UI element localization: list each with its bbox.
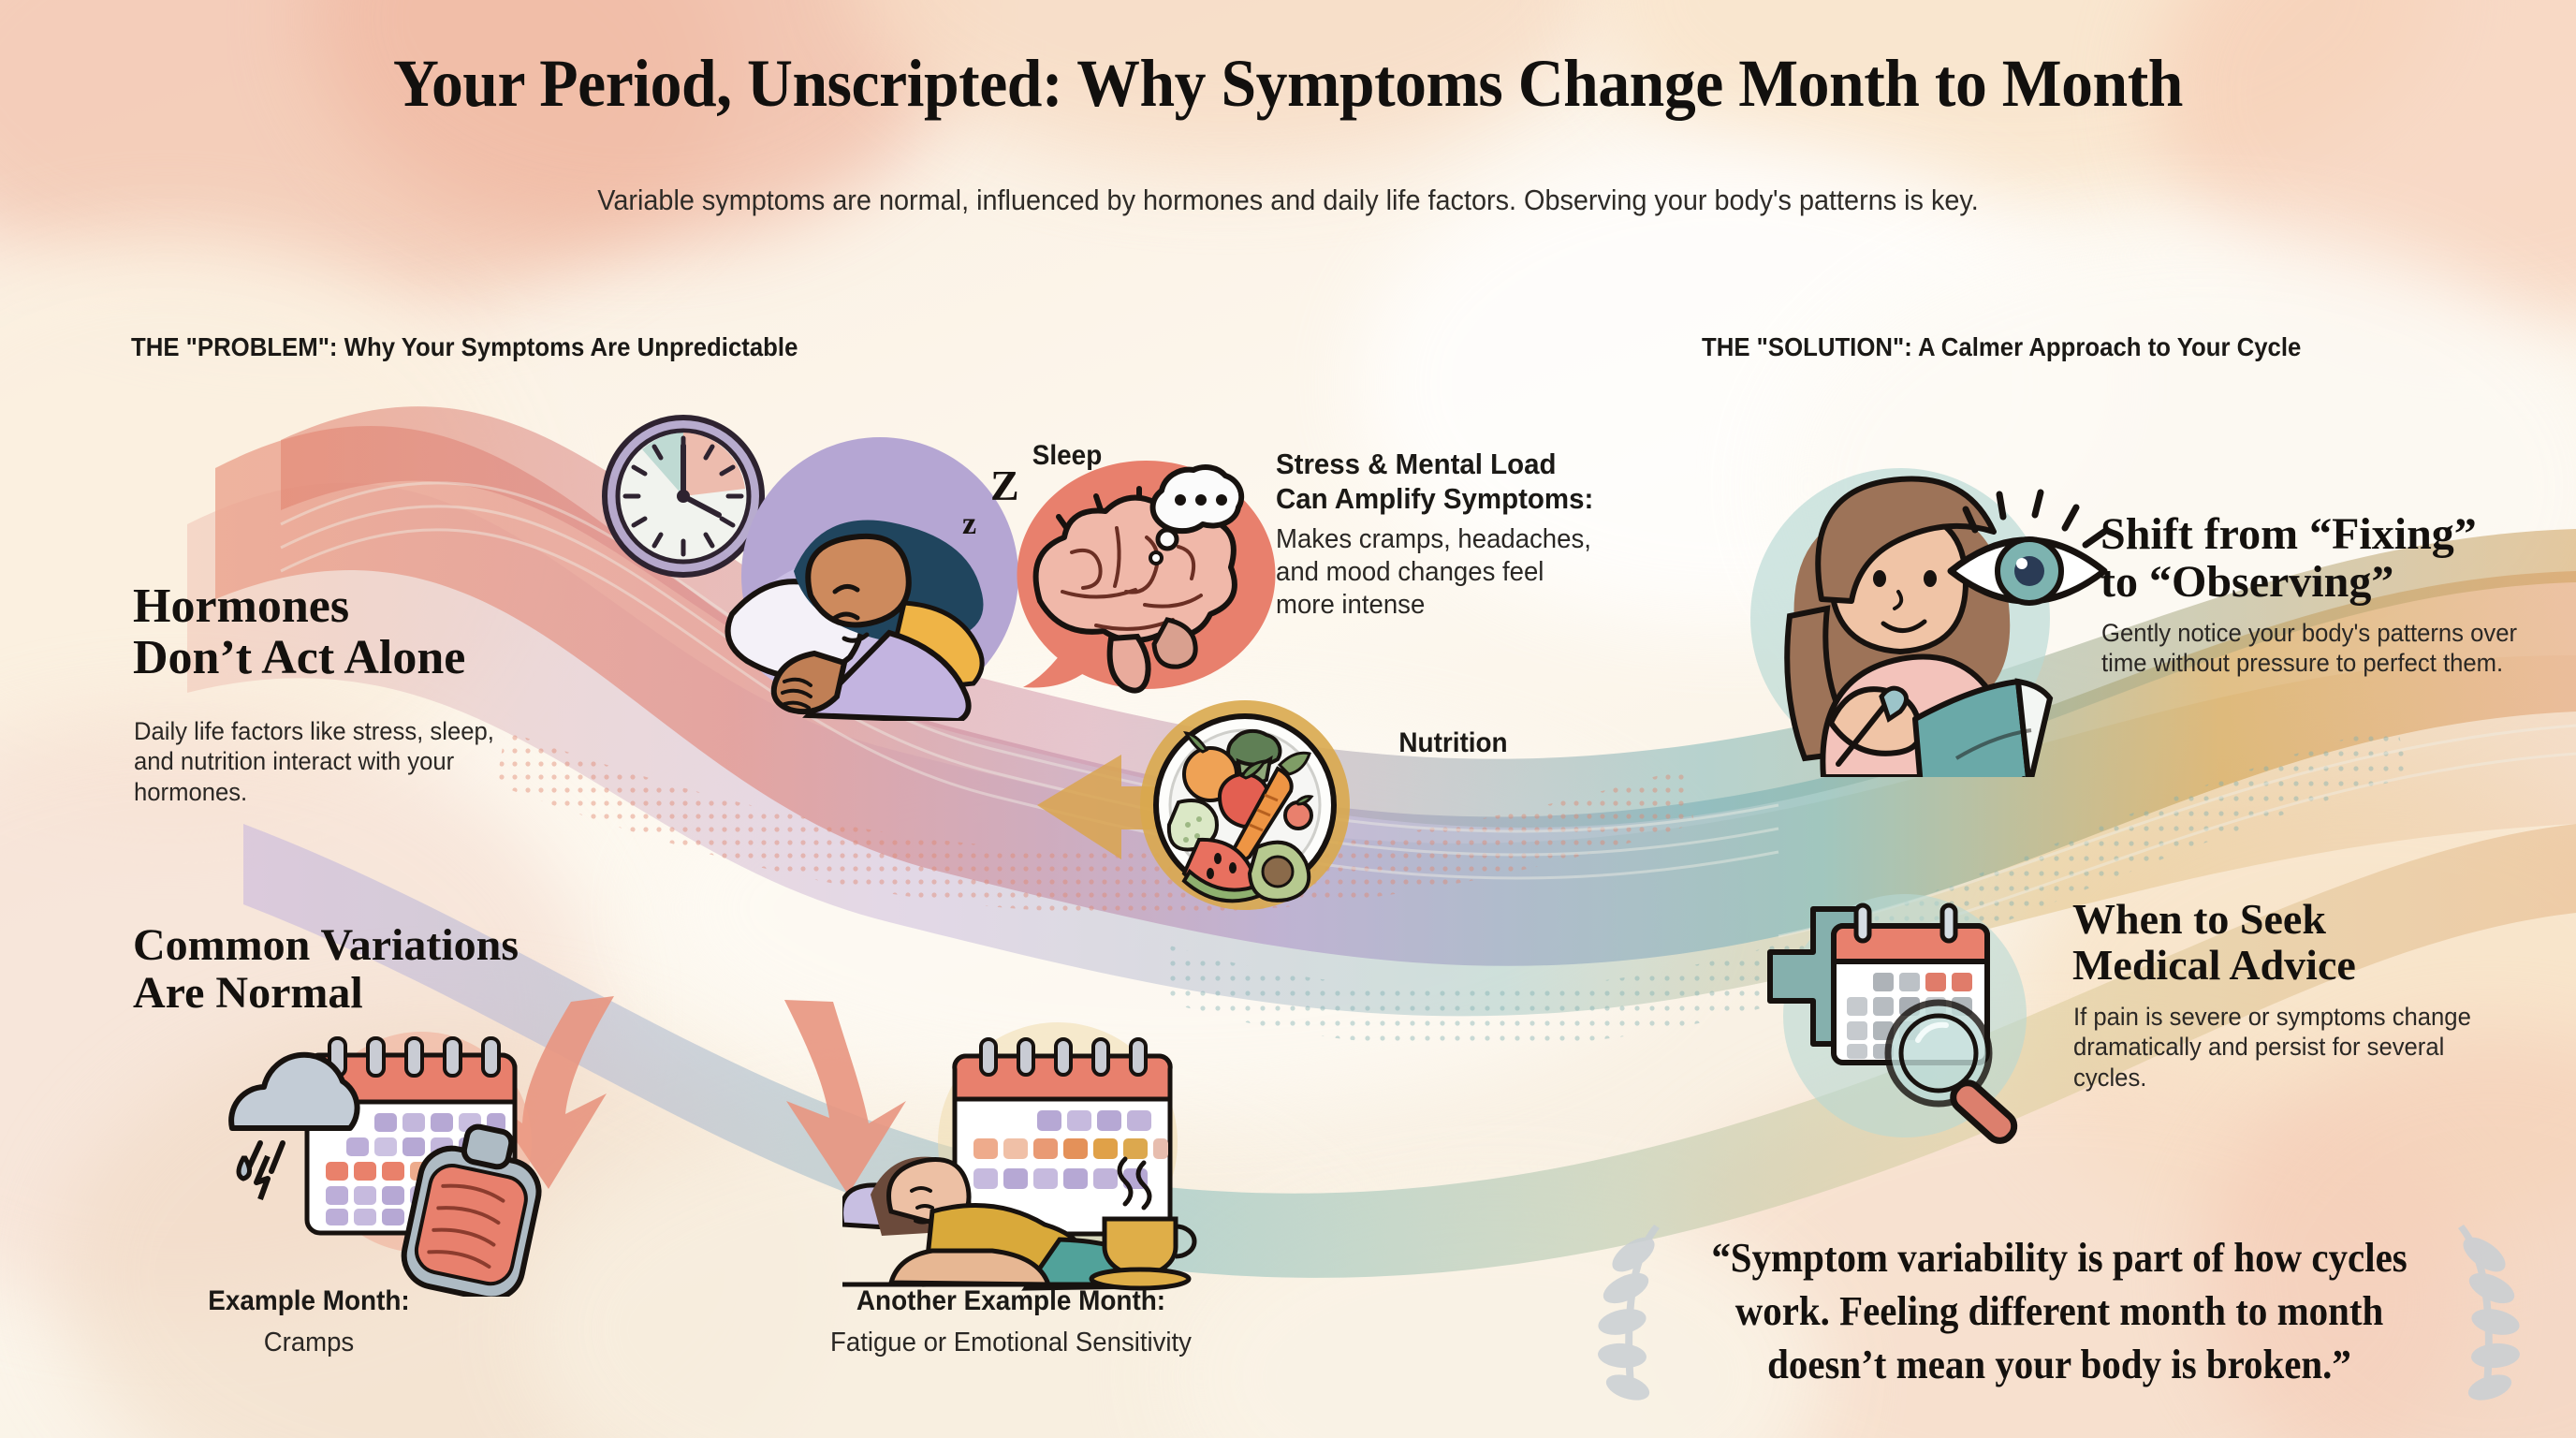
section-header-solution: THE "SOLUTION": A Calmer Approach to You…: [1702, 332, 2302, 361]
observing-body: Gently notice your body's patterns over …: [2101, 619, 2518, 678]
clock-icon: [602, 415, 765, 578]
hormones-heading-line2: Don’t Act Alone: [133, 631, 466, 685]
page-title: Your Period, Unscripted: Why Symptoms Ch…: [393, 46, 2183, 121]
hormones-body: Daily life factors like stress, sleep, a…: [134, 717, 494, 806]
sleep-label: Sleep: [1032, 440, 1103, 471]
hormones-heading: Hormones Don’t Act Alone: [133, 580, 573, 683]
resting-woman-icon: [842, 1156, 1179, 1291]
stress-body-line2: and mood changes feel: [1276, 556, 1544, 587]
medical-advice-illustration: [1767, 894, 2027, 1144]
stress-body-line1: Makes cramps, headaches,: [1276, 524, 1591, 555]
stress-body-line3: more intense: [1276, 589, 1426, 620]
journaling-woman-icon: [1750, 468, 2054, 777]
rain-cloud-icon: [228, 1051, 360, 1201]
variations-heading-line1: Common Variations: [133, 920, 520, 970]
example-month-2-illustration: [842, 1022, 1197, 1291]
example-month-1-illustration: [228, 1032, 542, 1297]
stress-body: Makes cramps, headaches, and mood change…: [1276, 523, 1632, 621]
nutrition-label: Nutrition: [1398, 727, 1508, 758]
page-subtitle: Variable symptoms are normal, influenced…: [597, 183, 1979, 216]
example-month-1-label: Example Month:: [208, 1285, 410, 1316]
zzz-icon: Z z: [962, 462, 1019, 541]
stress-title-line1: Stress & Mental Load: [1276, 448, 1557, 480]
stress-block: Stress & Mental Load Can Amplify Symptom…: [1276, 448, 1650, 622]
closing-quote-line1: “Symptom variability is part of how cycl…: [1711, 1235, 2408, 1281]
sleeping-woman-icon: [724, 437, 1018, 721]
example-month-1-value: Cramps: [263, 1328, 355, 1357]
stress-title: Stress & Mental Load Can Amplify Symptom…: [1276, 448, 1632, 516]
closing-quote: “Symptom variability is part of how cycl…: [1676, 1231, 2442, 1392]
hormones-heading-line1: Hormones: [133, 580, 350, 633]
calendar-icon: [952, 1037, 1173, 1237]
closing-quote-line2: work. Feeling different month to month: [1734, 1288, 2384, 1335]
tea-cup-icon: [1089, 1156, 1197, 1291]
magnifier-icon: [1884, 999, 2018, 1144]
medical-body: If pain is severe or symptoms change dra…: [2073, 1003, 2471, 1092]
hot-water-bottle-icon: [401, 1123, 542, 1297]
example-month-2-value: Fatigue or Emotional Sensitivity: [830, 1328, 1192, 1357]
observing-heading-line1: Shift from “Fixing”: [2100, 509, 2477, 559]
observing-heading: Shift from “Fixing” to “Observing”: [2100, 509, 2550, 607]
plate-of-food-icon: [1140, 700, 1350, 910]
variations-heading: Common Variations Are Normal: [133, 920, 582, 1018]
svg-text:z: z: [962, 506, 976, 541]
eye-icon: [1947, 489, 2108, 606]
medical-heading: When to Seek Medical Advice: [2072, 895, 2503, 989]
medical-heading-line2: Medical Advice: [2072, 940, 2356, 989]
variations-heading-line2: Are Normal: [133, 967, 363, 1018]
observing-heading-line2: to “Observing”: [2100, 556, 2394, 607]
stress-title-line2: Can Amplify Symptoms:: [1276, 481, 1594, 515]
laurel-icon: [2458, 1225, 2520, 1401]
medical-heading-line1: When to Seek: [2072, 895, 2326, 943]
laurel-icon: [1598, 1225, 1660, 1401]
brain-icon: [1017, 461, 1276, 694]
svg-text:Z: Z: [990, 462, 1019, 509]
closing-quote-line3: doesn’t mean your body is broken.”: [1767, 1342, 2351, 1388]
section-header-problem: THE "PROBLEM": Why Your Symptoms Are Unp…: [131, 332, 798, 361]
example-month-2-label: Another Example Month:: [856, 1285, 1166, 1316]
thought-bubble-icon: [1149, 464, 1245, 565]
